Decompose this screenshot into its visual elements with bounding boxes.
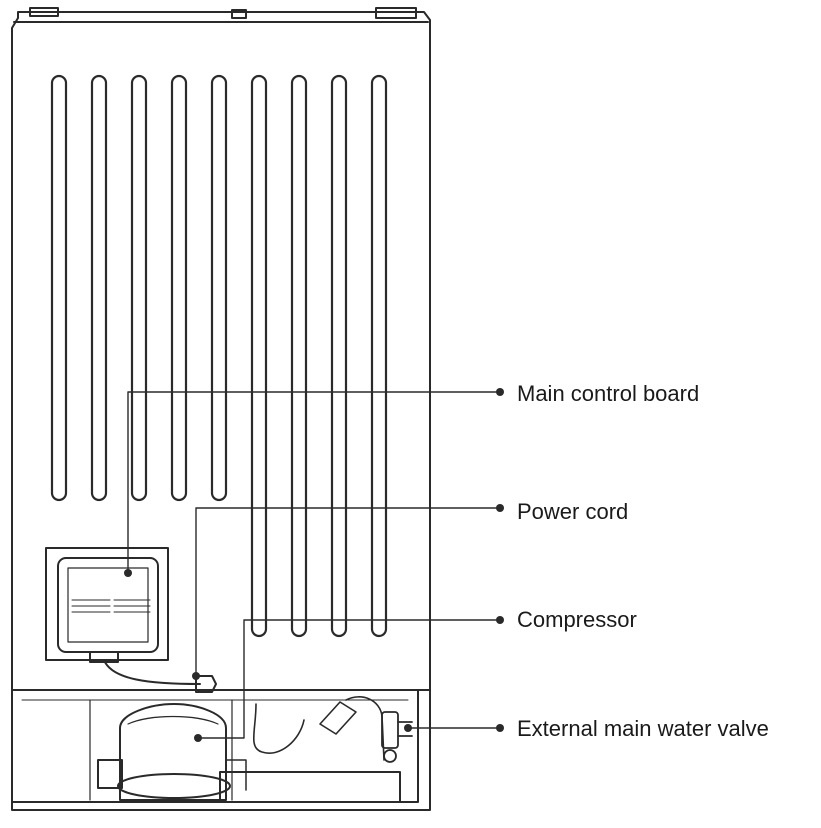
control-board-cover xyxy=(45,547,169,663)
callout-dot-compressor-end xyxy=(194,734,202,742)
compressor xyxy=(97,703,247,801)
leader-lines xyxy=(127,391,501,739)
label-power-cord: Power cord xyxy=(517,499,629,524)
callout-dot-board xyxy=(496,388,504,396)
leader-power-cord xyxy=(195,507,501,677)
callout-dot-cord xyxy=(496,504,504,512)
label-compressor: Compressor xyxy=(517,607,637,632)
label-external-main-water-valve: External main water valve xyxy=(517,716,769,741)
leader-compressor xyxy=(197,619,501,739)
refrigerant-tubing xyxy=(252,696,385,761)
compressor-compartment xyxy=(11,689,431,803)
callout-dot-board-end xyxy=(124,569,132,577)
callout-dot-cord-end xyxy=(192,672,200,680)
leader-main-control-board xyxy=(127,391,501,574)
water-valve xyxy=(381,711,413,763)
callout-dot-compressor xyxy=(496,616,504,624)
callout-dot-valve xyxy=(496,724,504,732)
cabinet-body xyxy=(11,7,431,811)
label-main-control-board: Main control board xyxy=(517,381,700,406)
condenser-coils xyxy=(50,74,388,638)
callout-dot-valve-end xyxy=(404,724,412,732)
